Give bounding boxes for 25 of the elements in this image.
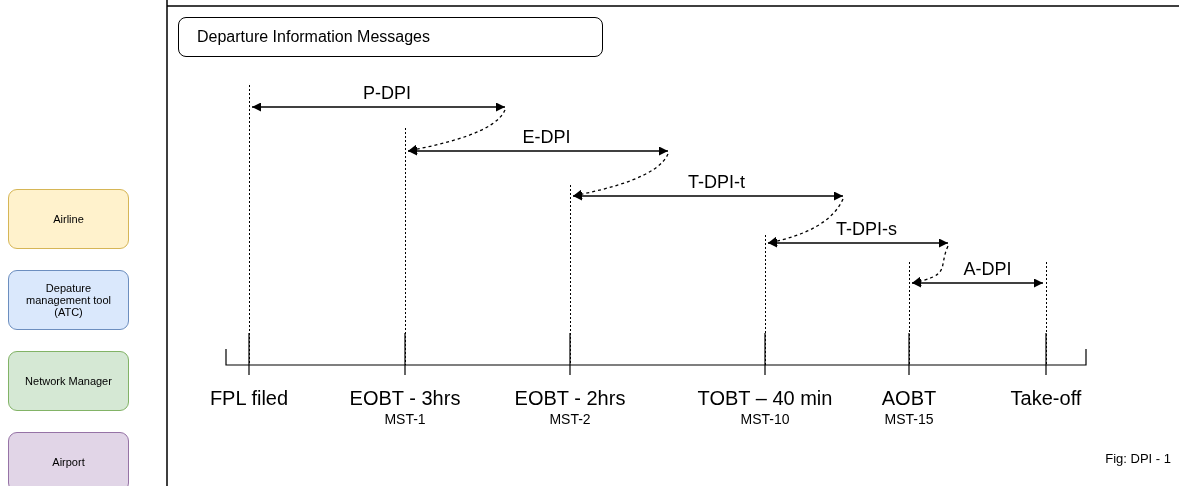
role-box: Airline bbox=[8, 189, 129, 249]
time-point-label: AOBT bbox=[881, 386, 937, 410]
time-point-label: FPL filed bbox=[209, 386, 289, 410]
span-arrow bbox=[251, 102, 506, 112]
time-point-label: Take-off bbox=[1010, 386, 1082, 410]
span-arrow bbox=[572, 191, 844, 201]
transition-arrow bbox=[572, 153, 669, 199]
time-point-label: TOBT – 40 min bbox=[697, 386, 833, 410]
milestone-label: MST-1 bbox=[383, 410, 427, 428]
role-box: Network Manager bbox=[8, 351, 129, 411]
time-point-label: EOBT - 2hrs bbox=[514, 386, 626, 410]
milestone-label: MST-10 bbox=[739, 410, 791, 428]
time-point-label: EOBT - 3hrs bbox=[349, 386, 461, 410]
transition-arrow bbox=[407, 109, 506, 154]
figure-caption: Fig: DPI - 1 bbox=[1105, 451, 1171, 466]
span-arrow bbox=[767, 238, 949, 248]
span-arrow bbox=[407, 146, 669, 156]
milestone-label: MST-15 bbox=[883, 410, 935, 428]
role-box: Airport bbox=[8, 432, 129, 486]
transition-arrow bbox=[911, 245, 949, 286]
role-box: Depature management tool (ATC) bbox=[8, 270, 129, 330]
transition-arrow bbox=[767, 198, 844, 246]
milestone-label: MST-2 bbox=[548, 410, 592, 428]
span-arrow bbox=[911, 278, 1044, 288]
heading-box: Departure Information Messages bbox=[178, 17, 603, 57]
